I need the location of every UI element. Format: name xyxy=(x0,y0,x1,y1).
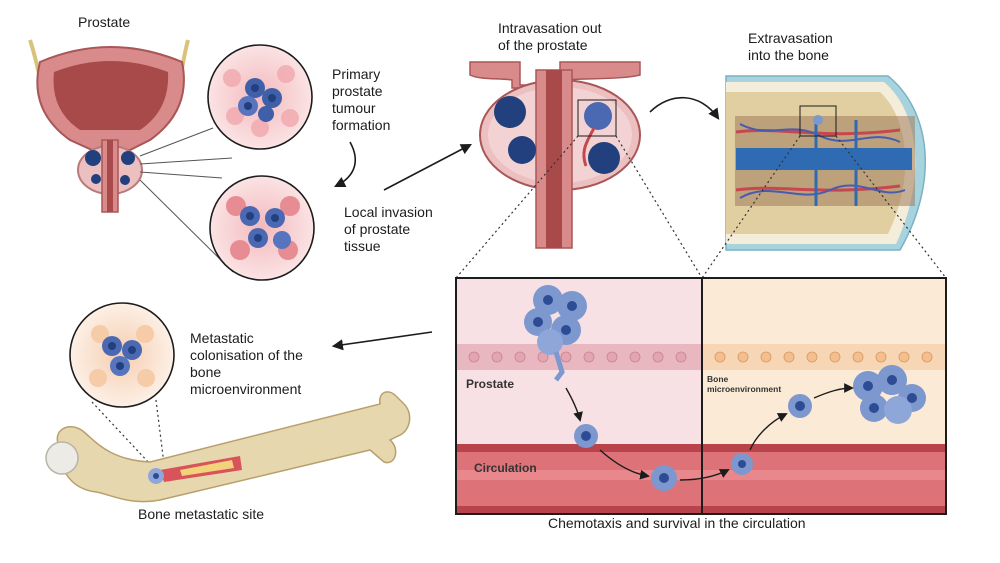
label-intravasation: Intravasation out of the prostate xyxy=(498,20,602,53)
arrow-icon xyxy=(331,331,433,351)
invasion-tumour-icon xyxy=(209,175,315,281)
label-inset-bone-microenvironment: Bone microenvironment xyxy=(707,374,782,394)
label-local-invasion: Local invasion of prostate tissue xyxy=(344,204,433,254)
circulation-inset-panel xyxy=(455,277,947,515)
prostate-cross-section-icon xyxy=(469,61,641,249)
primary-tumour-icon xyxy=(207,44,313,150)
bone-vessel-icon xyxy=(725,75,926,251)
label-metastatic-colonisation: Metastatic colonisation of the bone micr… xyxy=(190,330,303,397)
label-inset-circulation: Circulation xyxy=(474,461,537,475)
bone-icon xyxy=(45,391,411,503)
label-bone-metastatic-site: Bone metastatic site xyxy=(138,506,265,522)
label-inset-caption: Chemotaxis and survival in the circulati… xyxy=(548,515,806,531)
bladder-prostate-icon xyxy=(28,39,190,213)
arrow-icon xyxy=(333,141,357,188)
label-extravasation: Extravasation into the bone xyxy=(748,30,833,63)
label-prostate: Prostate xyxy=(78,14,131,30)
tumour-cluster-icon xyxy=(853,365,926,424)
arrow-icon xyxy=(383,143,472,191)
colonisation-tumour-icon xyxy=(69,302,175,408)
arrow-icon xyxy=(649,96,720,120)
tumour-cluster-icon xyxy=(524,285,587,382)
label-inset-prostate: Prostate xyxy=(466,377,515,391)
label-primary-tumour: Primary prostate tumour formation xyxy=(332,66,391,133)
